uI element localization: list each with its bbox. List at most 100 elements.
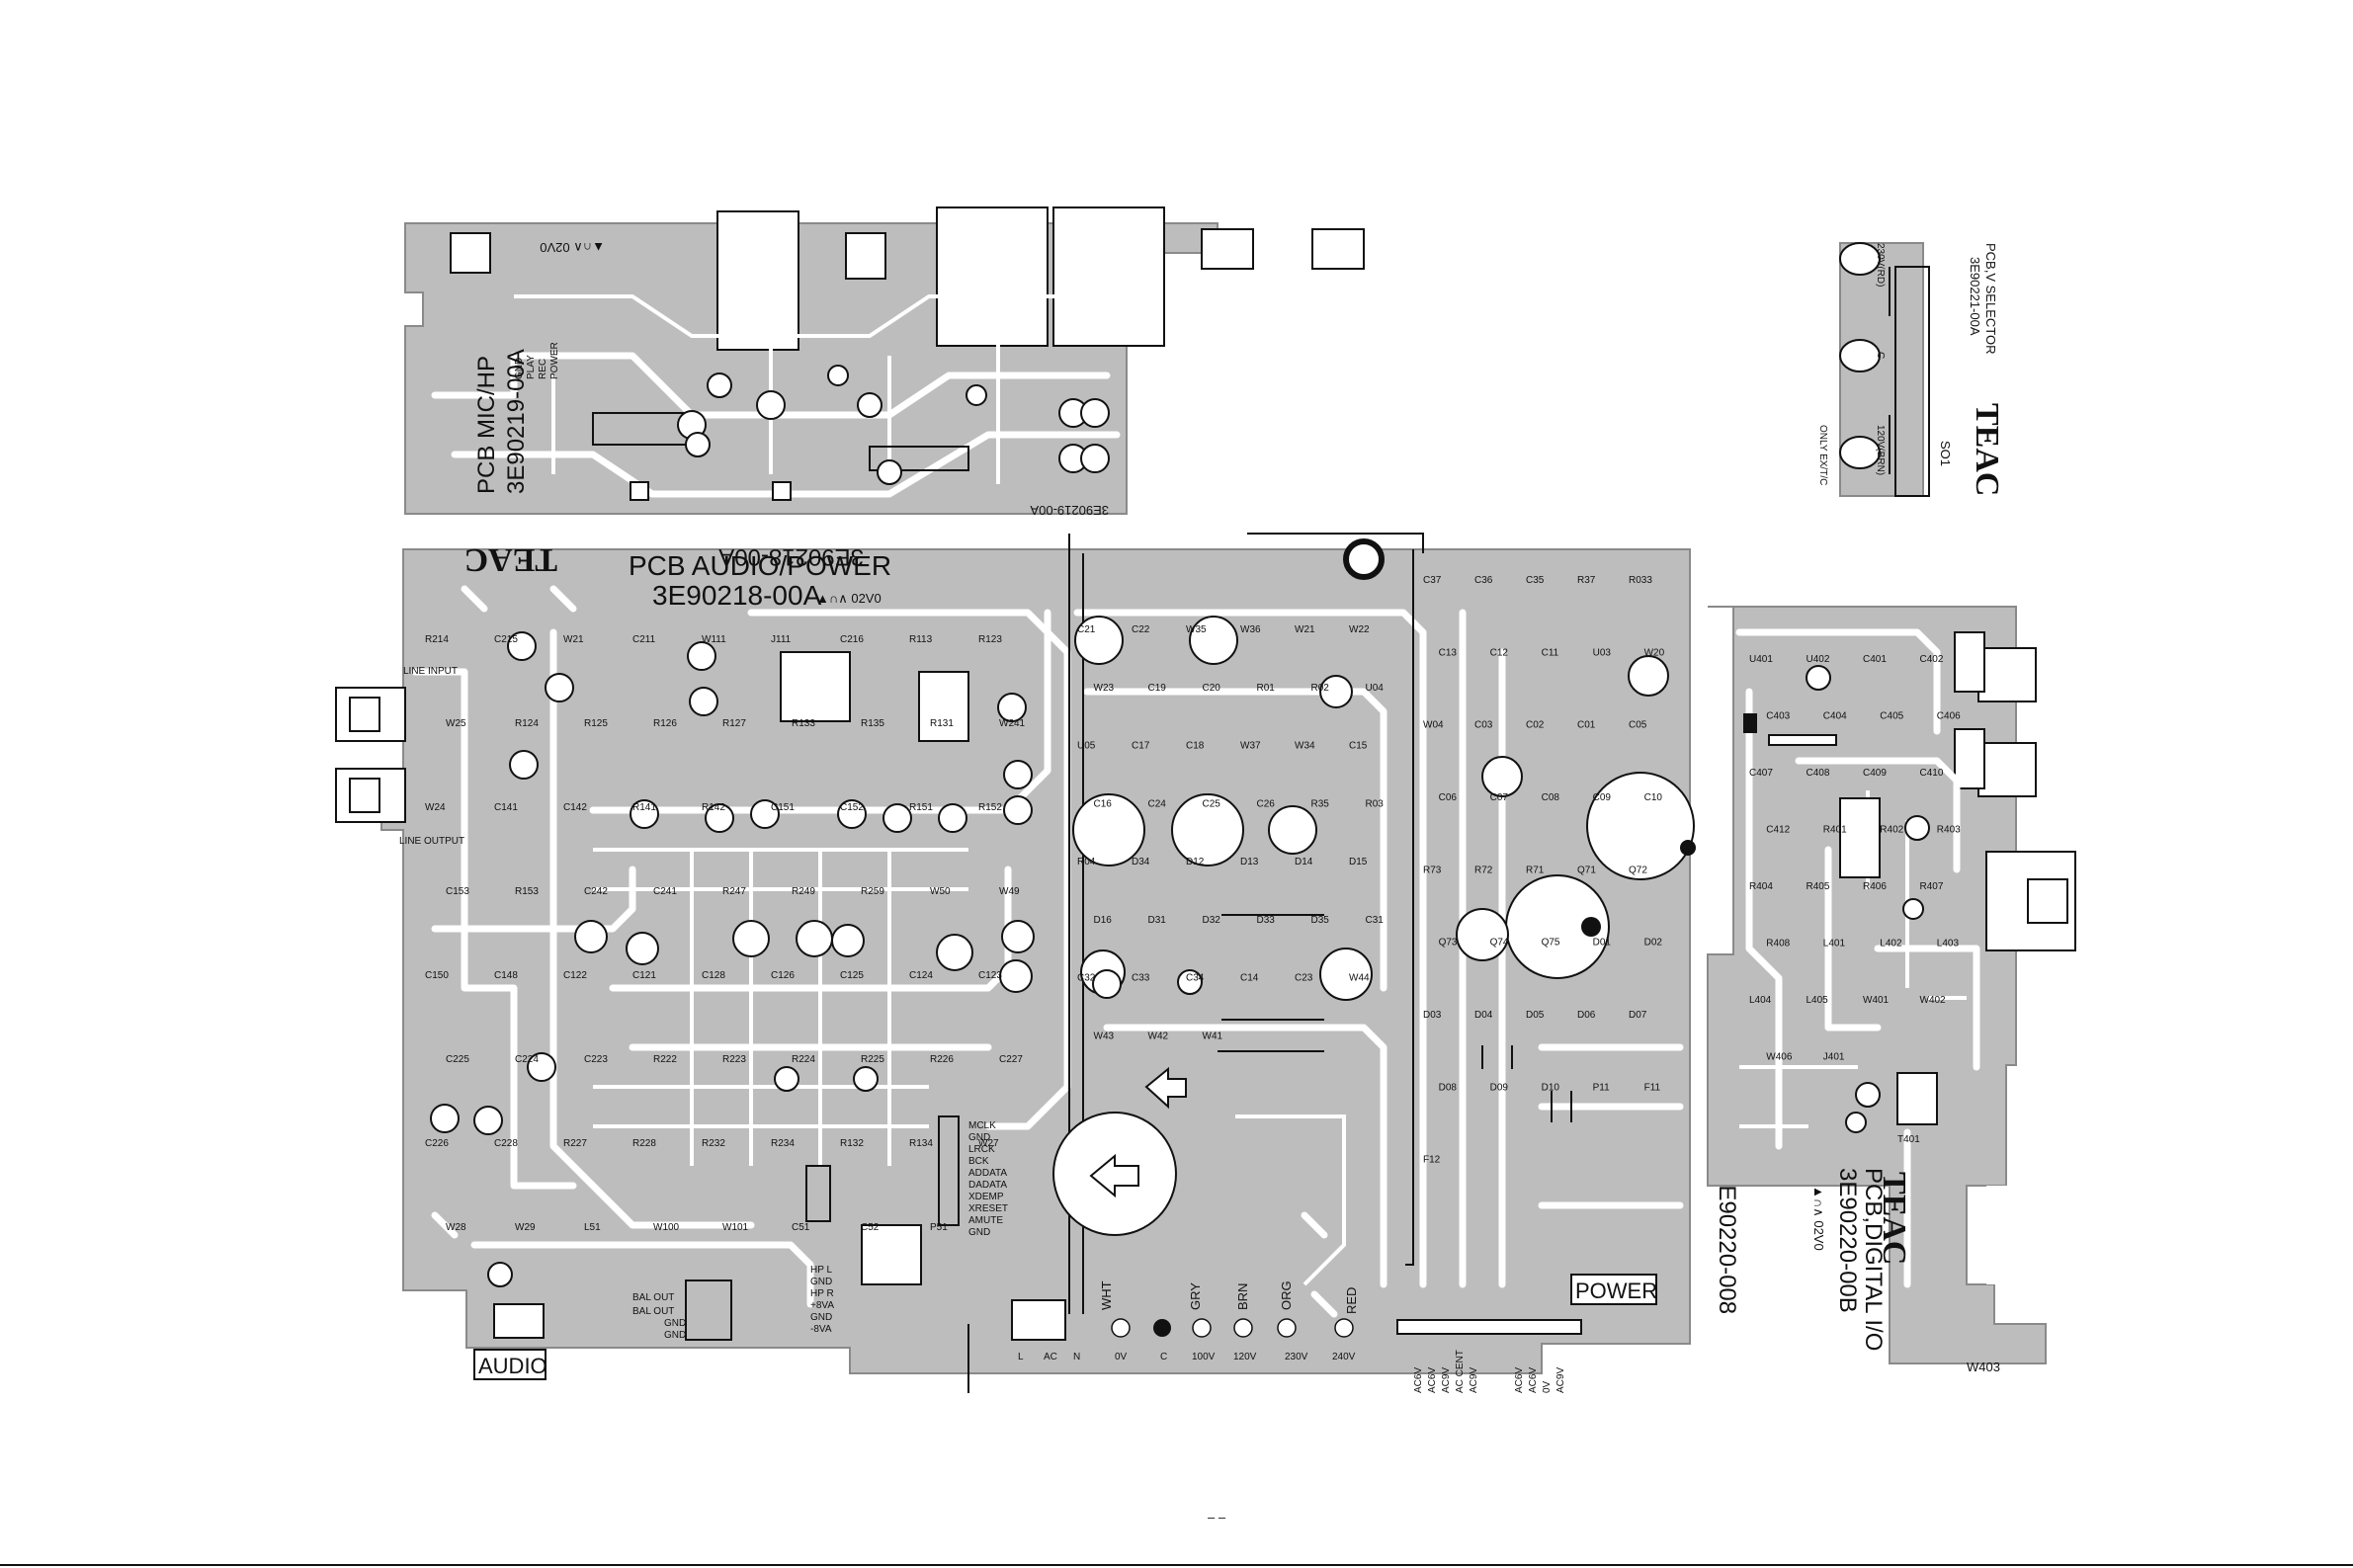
component-label: F11 — [1644, 1082, 1661, 1093]
component-label: J111 — [771, 634, 792, 645]
component-label: W25 — [446, 718, 466, 729]
component-label: W241 — [999, 718, 1026, 729]
v-sel-title: PCB,V SELECTOR — [1983, 243, 1998, 354]
v-sel-label-0: 230V(RD) — [1875, 243, 1886, 287]
component-label: C35 — [1526, 575, 1545, 586]
component-label: W37 — [1240, 741, 1261, 752]
component-label: D32 — [1203, 915, 1221, 926]
component-label: C228 — [494, 1138, 518, 1149]
component-label: Q74 — [1490, 938, 1509, 949]
audio-power-board: PCB AUDIO/POWER 3E90218-00A ▲∩∧ 02V0 TEA… — [335, 533, 1740, 1393]
component-label: W50 — [930, 886, 951, 897]
component-label: R132 — [840, 1138, 864, 1149]
component-label: C03 — [1474, 720, 1493, 731]
component-label: C412 — [1766, 825, 1790, 836]
component-label: L401 — [1823, 939, 1846, 949]
component-label: C408 — [1807, 768, 1830, 779]
component-label: C406 — [1937, 711, 1961, 722]
digital-io-w403: W403 — [1967, 1360, 2000, 1374]
component-label: R72 — [1474, 865, 1493, 875]
component-label: R406 — [1863, 881, 1887, 892]
component-label: W28 — [446, 1222, 466, 1233]
dh-8: AMUTE — [968, 1215, 1003, 1226]
component-label: C227 — [999, 1054, 1023, 1065]
component-label: C15 — [1349, 741, 1368, 752]
bal-out-labels: BAL OUT BAL OUT GND GND — [632, 1292, 686, 1341]
digital-io-brand: TEAC — [1876, 1172, 1912, 1265]
component-label: D06 — [1577, 1010, 1596, 1021]
component-label: W44 — [1349, 973, 1370, 984]
component-label: C405 — [1880, 711, 1903, 722]
component-label: D01 — [1593, 938, 1612, 949]
component-label: F12 — [1423, 1155, 1441, 1166]
component-label: R135 — [861, 718, 884, 729]
component-label: W49 — [999, 886, 1020, 897]
component-label: L405 — [1807, 995, 1829, 1006]
component-label: C216 — [840, 634, 864, 645]
component-label: W402 — [1920, 995, 1947, 1006]
component-label: R249 — [792, 886, 815, 897]
component-label: Q72 — [1629, 865, 1647, 875]
component-label: W23 — [1094, 683, 1115, 694]
digital-io-board: TEAC PCB,DIGITAL I/O 3E90220-00B ▲∩∧ 02V… — [1707, 606, 2076, 1374]
component-label: R01 — [1257, 683, 1276, 694]
component-label: C10 — [1644, 792, 1663, 803]
component-label: R133 — [792, 718, 815, 729]
hp-0: HP L — [810, 1265, 832, 1276]
component-label: D31 — [1148, 915, 1167, 926]
line-input-label: LINE INPUT — [403, 666, 458, 677]
component-label: C404 — [1823, 711, 1847, 722]
component-label: W04 — [1423, 720, 1444, 731]
digital-header-labels: MCLK GND LRCK BCK ADDATA DADATA XDEMP XR… — [968, 1120, 1008, 1238]
component-label: D04 — [1474, 1010, 1493, 1021]
component-label: C128 — [702, 970, 725, 981]
audio-power-rev: ▲∩∧ 02V0 — [816, 591, 882, 606]
component-label: C148 — [494, 970, 518, 981]
component-label: W100 — [653, 1222, 680, 1233]
hp-2: HP R — [810, 1288, 834, 1299]
component-label: D07 — [1629, 1010, 1647, 1021]
bo-0: BAL OUT — [632, 1292, 674, 1303]
component-label: C05 — [1629, 720, 1647, 731]
v-sel-label-1: 120V(BRN) — [1875, 425, 1886, 475]
component-label: C125 — [840, 970, 864, 981]
hp-5: -8VA — [810, 1324, 832, 1335]
component-label: C32 — [1077, 973, 1096, 984]
dh-2: LRCK — [968, 1144, 995, 1155]
dh-4: ADDATA — [968, 1168, 1007, 1179]
component-label: R404 — [1749, 881, 1773, 892]
pp-3: AC CENT — [1455, 1350, 1466, 1393]
mic-hp-title: PCB MIC/HP — [473, 356, 500, 494]
mic-hp-pin-0: GND — [514, 358, 525, 379]
component-label: C224 — [515, 1054, 539, 1065]
mic-hp-mirrored-part: 3E90219-00A — [1030, 503, 1109, 518]
component-label: C153 — [446, 886, 469, 897]
component-label: U402 — [1807, 654, 1830, 665]
component-label: D13 — [1240, 857, 1259, 867]
component-label: W101 — [722, 1222, 749, 1233]
mic-hp-rev: ▲∩∧ 02V0 — [540, 240, 605, 255]
component-label: C52 — [861, 1222, 880, 1233]
component-label: Q71 — [1577, 865, 1596, 875]
component-label: R141 — [632, 802, 656, 813]
component-label: L402 — [1880, 939, 1902, 949]
component-label: R401 — [1823, 825, 1847, 836]
component-label: C410 — [1920, 768, 1944, 779]
v-sel-part: 3E90221-00A — [1968, 257, 1982, 336]
component-label: W29 — [515, 1222, 536, 1233]
component-label: R247 — [722, 886, 746, 897]
component-label: W34 — [1295, 741, 1315, 752]
component-label: D03 — [1423, 1010, 1442, 1021]
dh-9: GND — [968, 1227, 990, 1238]
component-label: C407 — [1749, 768, 1773, 779]
v-sel-label-4: ONLY EX/T/C — [1817, 425, 1828, 485]
voltage-0v: 0V — [1115, 1352, 1128, 1362]
component-label: C403 — [1766, 711, 1790, 722]
voltage-230v: 230V — [1285, 1352, 1308, 1362]
component-label: C225 — [446, 1054, 469, 1065]
component-label: C123 — [978, 970, 1002, 981]
component-label: C01 — [1577, 720, 1596, 731]
component-label: D05 — [1526, 1010, 1545, 1021]
component-label: R03 — [1366, 798, 1385, 809]
